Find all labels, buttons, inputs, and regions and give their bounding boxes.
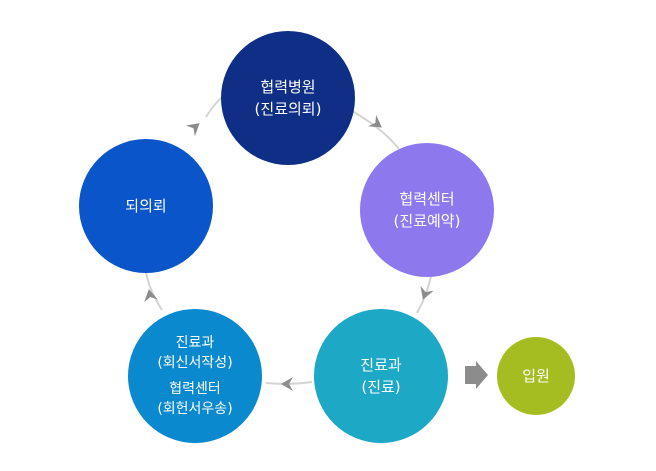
chevron-arrow-icon bbox=[144, 289, 158, 303]
chevron-arrow-icon bbox=[281, 377, 293, 391]
node-subtitle-secondary: (회헌서우송) bbox=[157, 401, 233, 417]
node-title: 입원 bbox=[522, 367, 550, 385]
node-title: 진료과 bbox=[175, 335, 215, 351]
node-title: 협력센터 bbox=[399, 190, 455, 208]
partner-hospital-node: 협력병원 (진료의뢰) bbox=[221, 31, 355, 165]
node-title: 진료과 bbox=[360, 356, 402, 374]
back-referral-node: 되의뢰 bbox=[79, 139, 213, 273]
chevron-arrow-icon bbox=[420, 285, 434, 300]
node-subtitle: (진료예약) bbox=[393, 212, 461, 230]
ring-arc-reply-back bbox=[145, 271, 163, 311]
admit-arrow-icon bbox=[465, 361, 488, 389]
node-subtitle: (회신서작성) bbox=[157, 355, 233, 371]
chevron-arrow-icon bbox=[368, 114, 382, 128]
node-subtitle: (진료의뢰) bbox=[254, 100, 322, 118]
chevron-arrow-icon bbox=[185, 123, 200, 137]
ring-arc-dept-reply bbox=[265, 381, 313, 385]
clinical-dept-node: 진료과 (진료) bbox=[314, 309, 448, 443]
node-subtitle: (진료) bbox=[361, 378, 401, 396]
admission-node: 입원 bbox=[497, 337, 575, 415]
reply-letter-node: 진료과 (회신서작성) 협력센터 (회헌서우송) bbox=[128, 309, 262, 443]
node-title: 되의뢰 bbox=[125, 197, 167, 215]
ring-arc-hospital-center bbox=[351, 110, 400, 150]
partner-center-node: 협력센터 (진료예약) bbox=[360, 143, 494, 277]
node-title-secondary: 협력센터 bbox=[169, 381, 221, 397]
node-title: 협력병원 bbox=[260, 78, 316, 96]
